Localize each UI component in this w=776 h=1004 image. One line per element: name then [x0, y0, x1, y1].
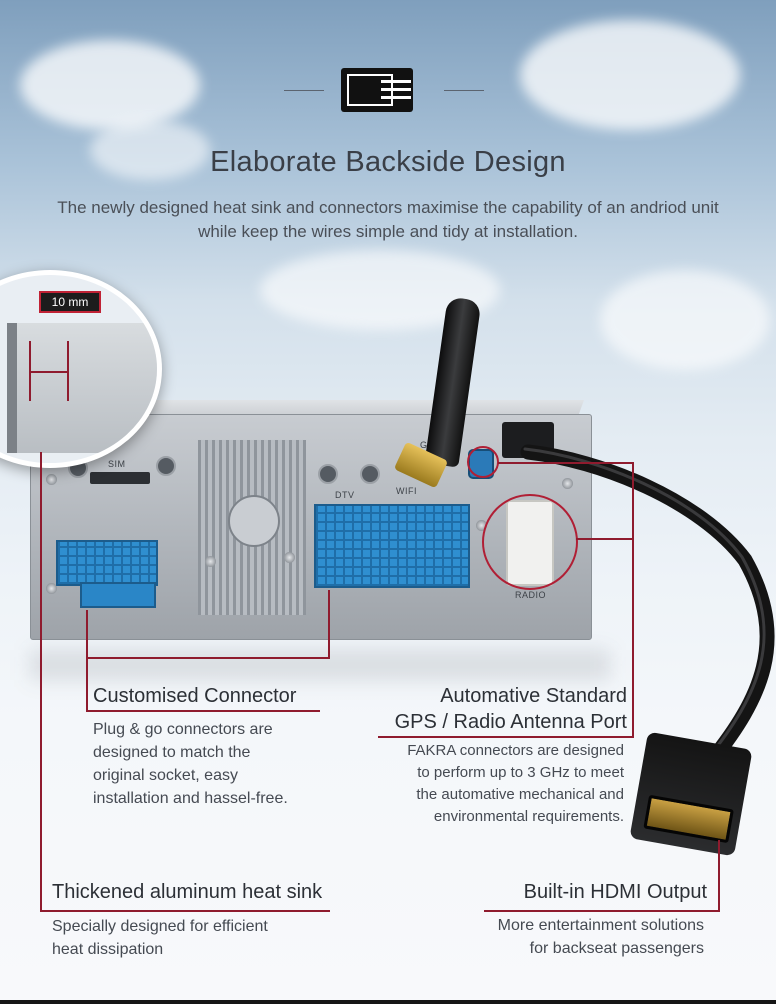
screw — [284, 552, 295, 563]
thickness-label: 10 mm — [39, 291, 101, 313]
hdmi-plug-mouth — [643, 794, 734, 844]
aux-connector-bank — [314, 504, 470, 588]
page-subtitle: The newly designed heat sink and connect… — [57, 198, 719, 241]
page-bottom-rule — [0, 1000, 776, 1004]
antenna-feature-body: FAKRA connectors are designed to perform… — [407, 742, 624, 825]
zoom-heatsink-side — [7, 323, 17, 453]
screw — [46, 583, 57, 594]
connector-callout-line — [86, 610, 88, 712]
hdmi-feature-body: More entertainment solutions for backsea… — [497, 917, 704, 957]
radio-label: RADIO — [515, 590, 547, 600]
divider — [284, 90, 324, 91]
heatsink-callout-line — [40, 452, 42, 912]
hdmi-feature-title: Built-in HDMI Output — [523, 881, 707, 903]
snow-patch — [20, 40, 200, 130]
unit-hole — [360, 464, 380, 484]
sim-label: SIM — [108, 459, 126, 469]
dtv-label: DTV — [335, 490, 355, 500]
hdmi-plug — [629, 731, 753, 857]
snow-patch — [600, 270, 770, 370]
sim-slot — [90, 472, 150, 484]
radio-antenna-connector — [506, 500, 554, 586]
screw — [562, 478, 573, 489]
wifi-label: WIFI — [396, 486, 417, 496]
main-harness-connector-lower — [80, 582, 156, 608]
antenna-callout-top — [498, 462, 634, 464]
hdmi-callout-line — [718, 840, 720, 912]
heat-sink-hub — [228, 495, 280, 547]
hdmi-callout-rule — [484, 910, 720, 912]
heatsink-callout-rule — [40, 910, 330, 912]
main-harness-connector — [56, 540, 158, 586]
antenna-callout-rule — [378, 736, 634, 738]
connector-feature-body: Plug & go connectors are designed to mat… — [93, 721, 288, 807]
unit-hole — [318, 464, 338, 484]
zoom-heatsink-edge — [7, 323, 157, 453]
heatsink-feature-body: Specially designed for efficient heat di… — [52, 918, 268, 958]
unit-shadow — [30, 650, 610, 680]
screw — [46, 474, 57, 485]
connector-callout-link — [86, 657, 330, 659]
backside-badge-icon — [341, 68, 413, 112]
divider — [444, 90, 484, 91]
antenna-feature-title: Automative Standard GPS / Radio Antenna … — [394, 685, 627, 733]
page-title: Elaborate Backside Design — [210, 146, 566, 178]
screw — [205, 556, 216, 567]
screw — [476, 520, 487, 531]
heatsink-feature-title: Thickened aluminum heat sink — [52, 881, 323, 903]
snow-patch — [90, 120, 210, 180]
radio-callout-link — [576, 538, 634, 540]
connector-feature-title: Customised Connector — [93, 685, 297, 707]
title-badge-row — [0, 68, 776, 114]
connector-callout-rule — [86, 710, 320, 712]
antenna-callout-line — [632, 462, 634, 738]
unit-hole — [156, 456, 176, 476]
connector-callout-drop — [328, 590, 330, 659]
snow-patch — [520, 20, 740, 130]
